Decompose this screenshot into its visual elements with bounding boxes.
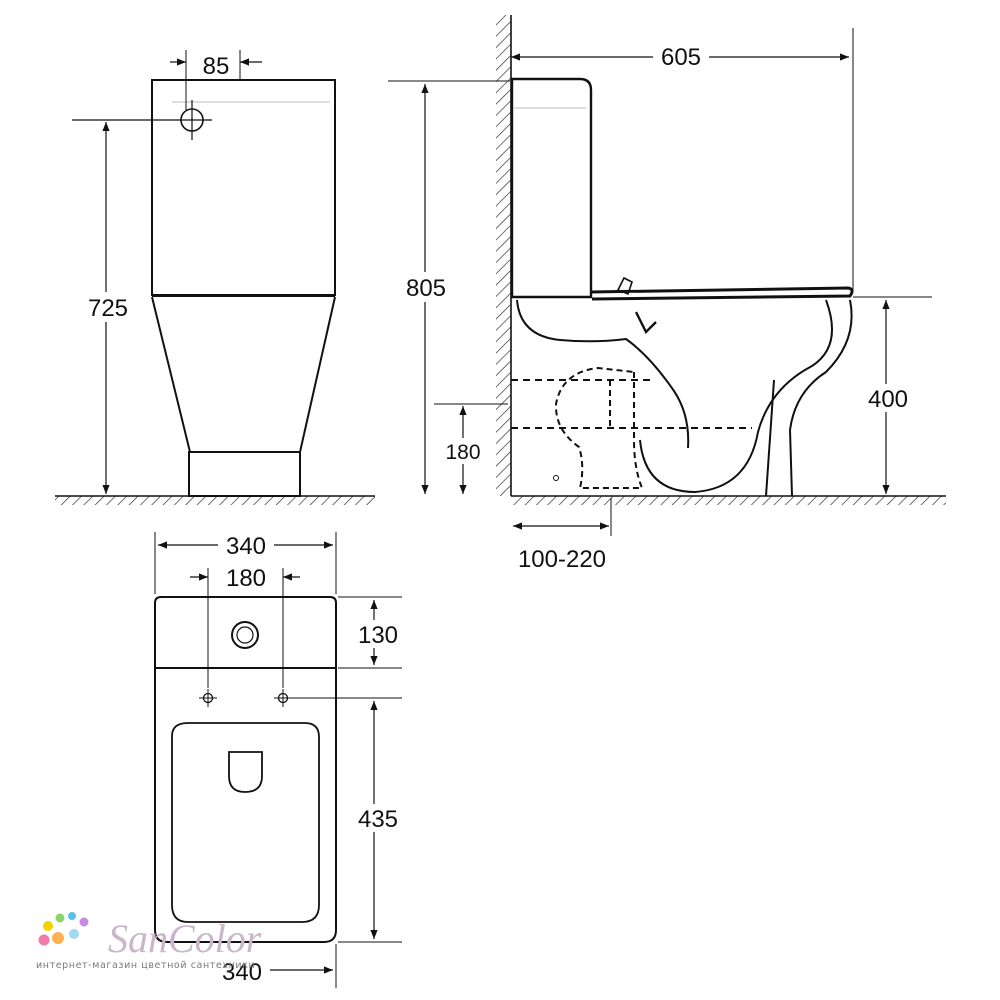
dim-180-label-bg bbox=[440, 438, 486, 464]
logo-name: SanColor bbox=[108, 916, 262, 961]
dim-725-label-bg bbox=[82, 292, 134, 322]
dim-605-label-bg bbox=[653, 41, 709, 69]
side-bowl-inner-back bbox=[516, 299, 690, 449]
logo-dot bbox=[52, 932, 64, 944]
top-bolt-left-icon bbox=[199, 689, 217, 707]
logo-dots-icon bbox=[38, 912, 89, 946]
dim-340-upper-label-bg bbox=[218, 531, 274, 559]
side-bowl-outer-front bbox=[788, 299, 853, 497]
dim-725-label: 725 bbox=[88, 295, 128, 322]
front-pedestal bbox=[188, 451, 301, 497]
side-bowl-inner-front bbox=[639, 299, 833, 494]
dim-400-label-bg bbox=[862, 384, 914, 412]
front-tank bbox=[151, 79, 336, 296]
logo-dot bbox=[38, 934, 50, 946]
side-view: 605 805 400 180 100-220 bbox=[388, 15, 946, 573]
side-bolt bbox=[634, 311, 657, 335]
dim-340-upper-label: 340 bbox=[226, 533, 266, 560]
logo-dot bbox=[79, 917, 89, 927]
side-seat bbox=[590, 286, 854, 301]
dim-340-lower-label: 340 bbox=[222, 959, 262, 986]
side-seat-hinge bbox=[616, 276, 633, 296]
dim-180-top-label: 180 bbox=[226, 565, 266, 592]
dim-130-label: 130 bbox=[358, 622, 398, 649]
logo-dot bbox=[68, 912, 76, 920]
logo-dot bbox=[43, 921, 53, 931]
dim-100-220-label: 100-220 bbox=[518, 546, 606, 573]
top-bolt-right-icon bbox=[274, 689, 402, 707]
top-drain-outline bbox=[228, 751, 263, 793]
side-tank bbox=[510, 77, 593, 299]
side-foot-line bbox=[765, 379, 775, 497]
side-screw-icon bbox=[553, 475, 559, 481]
top-tank bbox=[154, 596, 337, 669]
dim-435-label-bg bbox=[350, 804, 406, 832]
side-wall-hatch bbox=[496, 15, 511, 496]
logo-tagline: интернет-магазин цветной сантехники bbox=[36, 960, 255, 971]
logo-dot bbox=[55, 913, 65, 923]
top-bowl-outline bbox=[154, 668, 337, 943]
front-bowl bbox=[151, 296, 336, 453]
side-floor-hatch bbox=[511, 496, 946, 505]
logo-dot bbox=[69, 929, 79, 939]
front-floor-hatch bbox=[55, 496, 375, 505]
dim-805-label: 805 bbox=[406, 275, 446, 302]
top-view: 340 180 130 435 340 bbox=[154, 531, 406, 988]
dim-85-label: 85 bbox=[203, 53, 230, 80]
dim-805-label-bg bbox=[400, 272, 452, 302]
front-view: 85 725 bbox=[55, 50, 375, 505]
sancolor-logo: SanColor интернет-магазин цветной сантех… bbox=[36, 912, 262, 971]
dim-180-label: 180 bbox=[445, 441, 480, 464]
dim-605-label: 605 bbox=[661, 44, 701, 71]
dim-400-label: 400 bbox=[868, 386, 908, 413]
dim-130-label-bg bbox=[350, 620, 406, 648]
dim-435-label: 435 bbox=[358, 806, 398, 833]
side-trap-dashed bbox=[554, 366, 644, 489]
top-flush-button-inner bbox=[236, 626, 254, 644]
dim-340-lower-label-bg bbox=[212, 958, 270, 984]
top-seat-opening bbox=[171, 722, 320, 923]
top-flush-button-icon bbox=[231, 621, 259, 649]
